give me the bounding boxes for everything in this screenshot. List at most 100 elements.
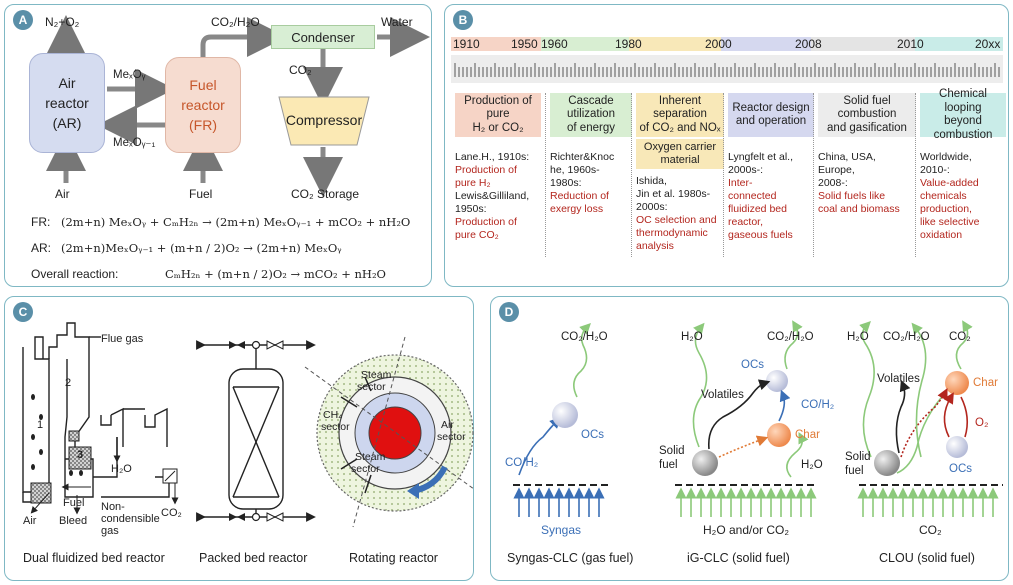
panel-c-badge: C — [13, 302, 33, 322]
s2-solid-fuel-2: fuel — [659, 459, 678, 471]
panel-b: B 1910 1950 1960 1980 2000 2008 2010 20x… — [444, 4, 1009, 287]
noncond-line1: Non- — [101, 501, 125, 513]
water-label: Water — [381, 15, 413, 29]
s2-coh2-label: CO/H₂ — [801, 399, 835, 411]
s2-char-label: Char — [795, 429, 820, 441]
milestone-entry: Inter- — [728, 177, 753, 189]
dual-fluidized-bed-drawing — [22, 322, 475, 528]
milestone-title-line: H₂ or CO₂ — [472, 121, 524, 134]
air-reactor-box: Air reactor (AR) — [29, 53, 105, 153]
air-label: Air — [23, 515, 37, 527]
steam-sector-top-2: sector — [357, 381, 386, 393]
noncond-line2: condensible — [101, 513, 160, 525]
s3-solid-fuel-1: Solid — [845, 451, 871, 463]
timeline-band — [451, 37, 1003, 51]
milestone-entry: chemicals — [920, 190, 967, 202]
vessel-2-label: 2 — [65, 377, 72, 389]
s3-char-label: Char — [973, 377, 998, 389]
s3-co2-label: CO₂ — [949, 331, 971, 343]
caption-packed-bed: Packed bed reactor — [199, 551, 308, 565]
milestone-entry: Lewis&Gilliland, — [455, 190, 530, 202]
year-1950: 1950 — [511, 37, 538, 51]
milestone-entry: thermodynamic — [636, 227, 708, 239]
milestone-entry: 1950s: — [455, 203, 487, 215]
ch4-sector-1: CH₄ — [323, 409, 343, 421]
milestone-entry: 2000s-: — [728, 164, 764, 176]
fuel-reactor-line1: Fuel — [189, 77, 217, 93]
s2-solid-fuel-1: Solid — [659, 445, 685, 457]
milestone-title-line: beyond — [944, 115, 982, 127]
panel-b-badge: B — [453, 10, 473, 30]
eq-fr: (2m+n) MeₓOᵧ + CₘH₂ₙ → (2m+n) MeₓOᵧ₋₁ + … — [61, 215, 411, 229]
milestone-entry: coal and biomass — [818, 203, 900, 215]
milestone-title-line: Inherent — [658, 94, 702, 107]
milestone-entry: Worldwide, — [920, 151, 972, 163]
s2-volatiles-label: Volatiles — [701, 389, 744, 401]
s3-solid-fuel-2: fuel — [845, 465, 864, 477]
milestone-entry: Solid fuels like — [818, 190, 886, 202]
milestone-entry: 2000s: — [636, 201, 668, 213]
s2-caption: iG-CLC (solid fuel) — [687, 551, 790, 565]
year-1960: 1960 — [541, 37, 568, 51]
milestone-entry: Value-added — [920, 177, 979, 189]
eq-ar: (2m+n)MeₓOᵧ₋₁ + (m+n / 2)O₂ → (2m+n) Meₓ… — [61, 241, 342, 255]
caption-dual-bed: Dual fluidized bed reactor — [23, 551, 165, 565]
s3-o2-label: O₂ — [975, 417, 989, 429]
milestone-entry: like selective — [920, 216, 980, 228]
year-1910: 1910 — [453, 37, 480, 51]
panel-a-arrows — [46, 15, 430, 197]
air-reactor-line3: (AR) — [52, 115, 82, 131]
milestone-title-line: Cascade — [568, 94, 614, 107]
s2-ocs-label: OCs — [741, 359, 764, 371]
co2h2o-label: CO₂/H₂O — [211, 15, 260, 29]
year-2010: 2010 — [897, 37, 924, 51]
milestone-title-line: combustion — [837, 108, 897, 121]
s2-h2o-bottom-label: H₂O — [801, 459, 823, 471]
air-reactor-line2: reactor — [45, 95, 89, 111]
co2-out-label: CO₂ — [161, 507, 182, 519]
h2o-label: H₂O — [111, 463, 132, 475]
milestone-entry: Europe, — [818, 164, 855, 176]
fuel-reactor-line3: (FR) — [189, 117, 217, 133]
milestone-title-line: separation — [653, 108, 707, 121]
s2-feed-label: H₂O and/or CO₂ — [703, 523, 790, 537]
milestone-entry: 2008-: — [818, 177, 848, 189]
milestone-title-line: and operation — [735, 115, 807, 127]
milestone-entry: Jin et al. 1980s- — [636, 188, 711, 200]
year-20xx: 20xx — [975, 37, 1001, 51]
s3-caption: CLOU (solid fuel) — [879, 551, 975, 565]
milestone-title-line: pure — [486, 108, 510, 121]
s3-h2o-label: H₂O — [847, 331, 869, 343]
eq-ar-label: AR: — [31, 241, 52, 255]
milestone-entry: Reduction of — [550, 190, 609, 202]
s3-volatiles-label: Volatiles — [877, 373, 920, 385]
milestone-title-line: Solid fuel — [843, 94, 891, 107]
s3-feed-label: CO₂ — [919, 523, 942, 537]
s2-co2h2o-label: CO₂/H₂O — [767, 331, 814, 343]
milestone-entry: pure CO₂ — [455, 229, 499, 241]
meox-bottom-label: MeₓOᵧ₋₁ — [113, 137, 156, 149]
eq-overall: CₘH₂ₙ + (m+n / 2)O₂ → mCO₂ + nH₂O — [165, 267, 386, 281]
noncond-line3: gas — [101, 525, 119, 537]
fuel-inlet-label: Fuel — [189, 187, 213, 201]
milestone-entry: connected — [728, 190, 777, 202]
s1-coh2-label: CO/H₂ — [505, 457, 539, 469]
fuel-reactor-box: Fuel reactor (FR) — [165, 57, 241, 153]
steam-sector-bottom-2: sector — [351, 463, 380, 475]
milestone-entry: 1980s: — [550, 177, 582, 189]
co2-label: CO₂ — [289, 63, 312, 77]
fuel-label: Fuel — [63, 497, 85, 509]
milestone-entry: 2010-: — [920, 164, 950, 176]
milestone-subtitle-line: Oxygen carrier — [643, 141, 717, 153]
s2-h2o-label: H₂O — [681, 331, 703, 343]
milestone-title-line: of CO₂ and NOₓ — [639, 121, 721, 134]
milestone-entry: pure H₂ — [455, 177, 491, 189]
bleed-label: Bleed — [59, 515, 88, 527]
milestone-entry: Richter&Knoc — [550, 151, 615, 163]
milestone-title-line: Chemical looping — [939, 88, 987, 114]
year-2008: 2008 — [795, 37, 822, 51]
